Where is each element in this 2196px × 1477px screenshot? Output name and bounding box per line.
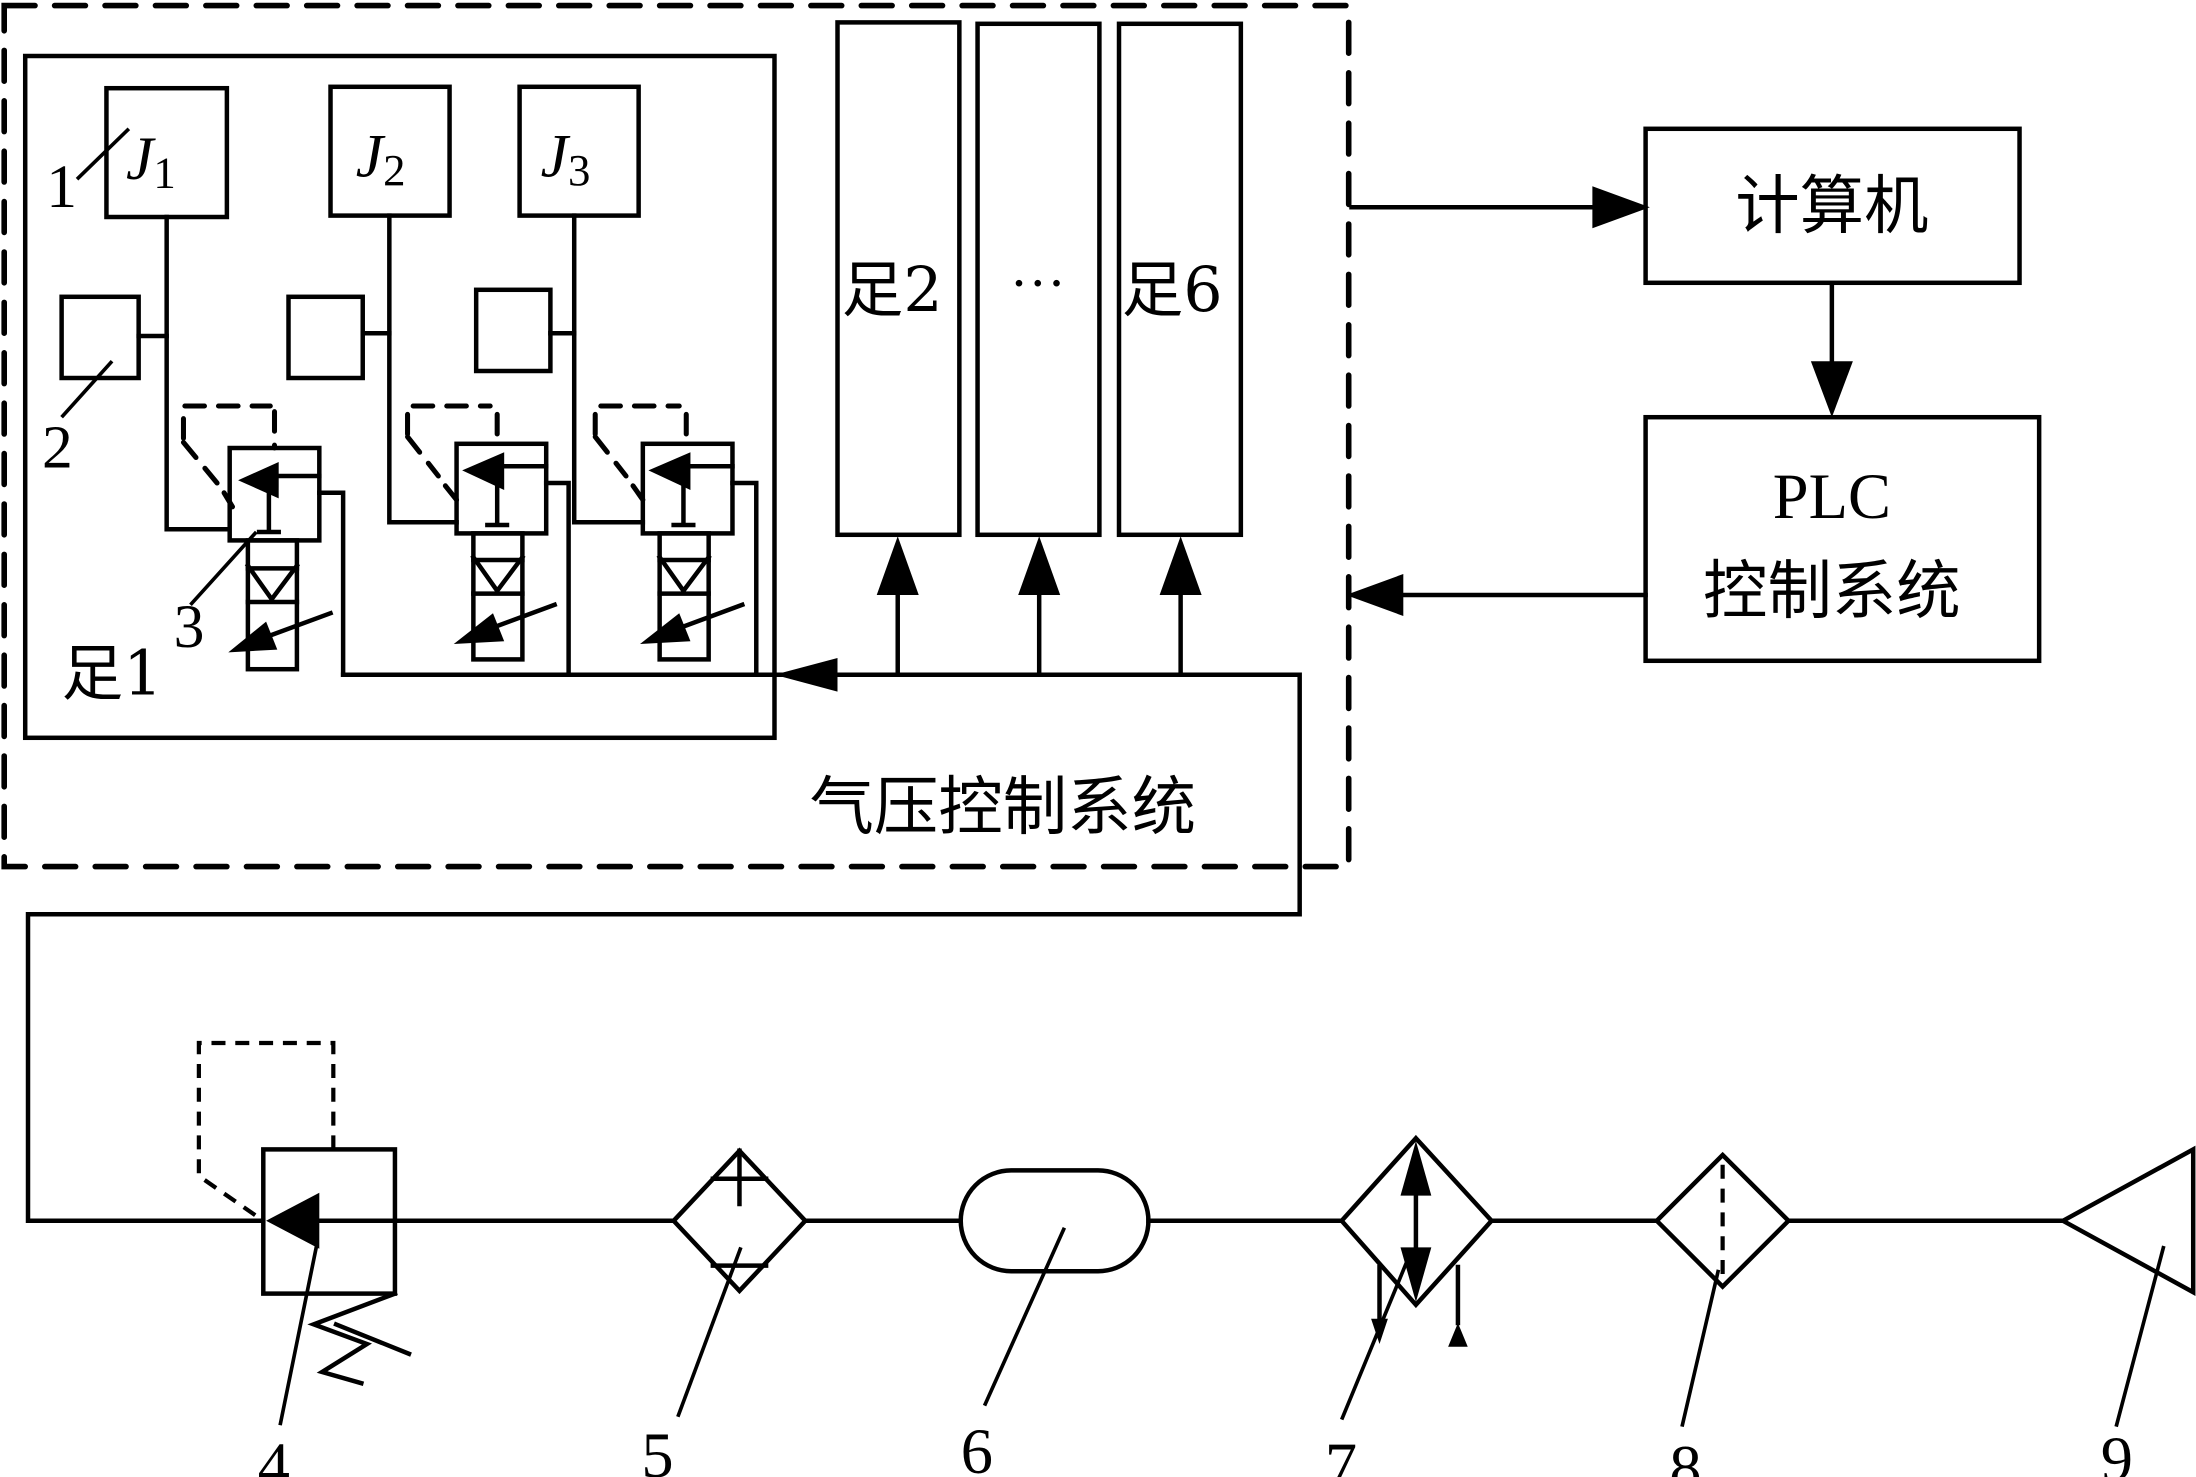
callout-1: 1 — [46, 153, 77, 221]
filter-8 — [1653, 1151, 1792, 1290]
leg-label-6: 足6 — [1122, 254, 1223, 326]
to-computer-arrow-icon — [1592, 186, 1650, 229]
callout-6: 6 — [961, 1416, 993, 1477]
joint-3-box — [517, 84, 641, 218]
air-tank-6 — [958, 1168, 1151, 1274]
plc-label-line2: 控制系统 — [1703, 554, 1961, 629]
pneumatic-control-label: 气压控制系统 — [809, 770, 1196, 845]
callout-5: 5 — [641, 1420, 673, 1477]
sensor-2-box — [286, 294, 365, 381]
callout-7: 7 — [1325, 1430, 1357, 1477]
callout-8: 8 — [1669, 1433, 1701, 1477]
callout-leaders — [60, 127, 2166, 1428]
callout-9: 9 — [2101, 1424, 2133, 1477]
leg-boxes: 足2 … 足6 — [835, 20, 1244, 678]
plc-block: PLC 控制系统 — [1643, 414, 2042, 664]
valve-3 — [592, 403, 759, 675]
supply-line-internal — [25, 672, 1302, 1224]
foot-1-module: 足1 J1 J2 J3 — [22, 53, 777, 741]
valve-1 — [180, 403, 346, 678]
filter-5 — [670, 1147, 809, 1295]
leg-box-6 — [1116, 21, 1244, 538]
joint-3-label: J3 — [541, 122, 591, 194]
leg-label-2: 足2 — [842, 254, 943, 326]
leg-mid-arrow-icon — [1018, 536, 1061, 595]
pressure-valve-4 — [196, 1040, 412, 1386]
dryer-7 — [1338, 1134, 1495, 1347]
leg-label-ellipsis: … — [1010, 237, 1066, 299]
pneumatic-control-boundary — [1, 2, 1352, 870]
foot-1-label: 足1 — [62, 637, 163, 709]
joint-1-label: J1 — [126, 125, 176, 197]
supply-arrow-icon — [774, 658, 838, 692]
to-plc-arrow-icon — [1810, 361, 1853, 418]
air-source-9 — [2058, 1145, 2196, 1296]
computer-block: 计算机 — [1643, 126, 2022, 286]
leg-box-2 — [835, 20, 962, 538]
leg-2-arrow-icon — [876, 536, 919, 595]
valve-2 — [405, 403, 571, 675]
sensor-1-box — [59, 294, 141, 381]
plc-to-pneumatic-arrow-icon — [1345, 574, 1404, 616]
joint-2-label: J2 — [356, 122, 406, 194]
leg-6-arrow-icon — [1159, 536, 1202, 595]
sensor-3-box — [473, 287, 553, 374]
leg-box-ellipsis — [975, 21, 1102, 538]
plc-label-line1: PLC — [1773, 461, 1891, 532]
callout-3: 3 — [174, 593, 205, 661]
callout-2: 2 — [42, 414, 73, 482]
callout-4: 4 — [258, 1430, 290, 1477]
computer-label: 计算机 — [1735, 169, 1928, 244]
